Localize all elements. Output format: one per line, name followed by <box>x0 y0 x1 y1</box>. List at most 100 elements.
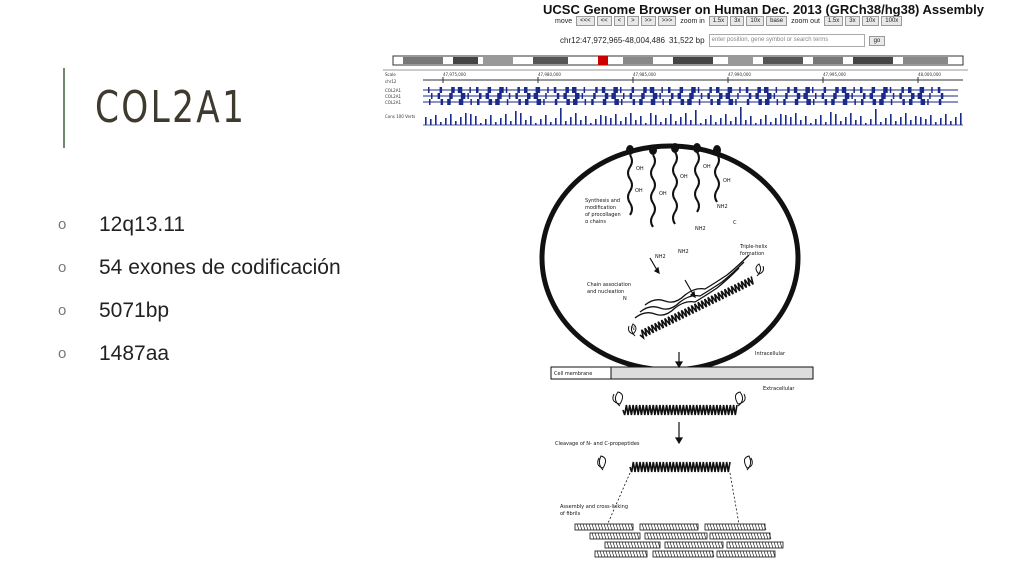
fibril-hatch <box>669 550 673 558</box>
procollagen-chains <box>627 151 720 228</box>
exon-block <box>469 87 471 93</box>
exon-block <box>659 93 661 99</box>
fibril-hatch <box>627 532 631 540</box>
fibril-hatch <box>647 523 651 531</box>
conservation-bar <box>890 114 892 125</box>
fibril-hatch <box>751 550 755 558</box>
fibril-hatch <box>594 532 598 540</box>
fibril-hatch <box>738 532 742 540</box>
fibril-hatch <box>715 523 719 531</box>
conservation-bar <box>680 117 682 125</box>
fibril-hatch <box>709 523 713 531</box>
exon-block <box>748 93 752 99</box>
conservation-bar <box>600 115 602 125</box>
conservation-bar <box>855 120 857 125</box>
fibril-hatch <box>727 523 731 531</box>
move-label: move <box>555 17 573 25</box>
fibril-hatch <box>687 541 691 549</box>
fibril-hatch <box>766 550 770 558</box>
conservation-bar <box>730 121 732 125</box>
exon-block <box>815 93 817 99</box>
fibril-hatch <box>767 541 771 549</box>
conservation-bar <box>875 109 877 125</box>
fibril-hatch <box>623 550 627 558</box>
move-button: <<< <box>576 16 595 26</box>
scale-tick-label: 47,975,000 <box>443 72 466 77</box>
fibril-hatch <box>657 541 661 549</box>
conservation-bar <box>445 118 447 125</box>
exon-block <box>860 87 863 93</box>
exon-block <box>917 93 923 99</box>
ucsc-browser-image: UCSC Genome Browser on Human Dec. 2013 (… <box>383 0 984 131</box>
fibril-hatch <box>737 541 741 549</box>
propeptide-knots <box>628 263 764 337</box>
fibril-hatch <box>765 532 769 540</box>
conservation-bar <box>470 114 472 125</box>
conservation-bar <box>535 123 537 125</box>
fibril-hatch <box>741 532 745 540</box>
conservation-bar <box>785 115 787 125</box>
zoom-in-button: 1.5x <box>708 16 729 26</box>
zoom-out-label: zoom out <box>791 17 820 25</box>
conservation-bar <box>715 122 717 125</box>
conservation-bar <box>565 121 567 125</box>
fibril-hatch <box>733 550 737 558</box>
fibril-hatch <box>684 550 688 558</box>
conservation-bar <box>735 117 737 125</box>
fibril-hatch <box>609 532 613 540</box>
fibril-hatch <box>624 532 628 540</box>
fibril-hatch <box>724 523 728 531</box>
fibril-hatch <box>629 550 633 558</box>
exon-block <box>595 87 598 93</box>
conservation-bar <box>550 122 552 125</box>
zoom-in-button: base <box>766 16 788 26</box>
exon-block <box>467 93 469 99</box>
projection-lines <box>604 472 741 531</box>
oh-label: OH <box>636 166 644 172</box>
conservation-bar <box>700 123 702 125</box>
conservation-bar <box>895 121 897 125</box>
conservation-bar <box>840 121 842 125</box>
exon-block <box>497 93 502 99</box>
fibril-hatch <box>703 532 707 540</box>
fibril-hatch <box>711 550 715 558</box>
exon-block <box>785 93 788 99</box>
exon-block <box>698 99 701 105</box>
bullet-text: 54 exones de codificación <box>99 255 341 279</box>
fibril-hatch <box>659 523 663 531</box>
fibril-hatch <box>679 532 683 540</box>
fibril-hatch <box>605 550 609 558</box>
conservation-bar <box>660 122 662 125</box>
exon-block <box>485 93 490 99</box>
collagen-synthesis-diagram: OH OH OH OH OH OH NH2 NH2 NH2 NH2 Synthe… <box>539 143 814 558</box>
scale-tick-labels: 47,975,000 47,980,000 47,985,000 47,990,… <box>443 72 941 77</box>
fibril-hatch <box>690 541 694 549</box>
fibril-hatch <box>757 550 761 558</box>
fibril-hatch <box>694 532 698 540</box>
exon-block <box>710 99 713 105</box>
fibril-hatch <box>664 532 668 540</box>
track-label: COL2A1 <box>385 94 401 99</box>
exon-block <box>824 99 828 105</box>
exon-block <box>908 87 912 93</box>
conservation-bar <box>770 122 772 125</box>
fibril-hatch <box>591 523 595 531</box>
conservation-bar <box>635 120 637 125</box>
fibril-hatch <box>600 523 604 531</box>
zoom-in-label: zoom in <box>680 17 705 25</box>
conservation-bar <box>520 113 522 125</box>
exon-block <box>716 87 720 93</box>
fibril-hatch <box>685 532 689 540</box>
exon-block <box>890 99 893 105</box>
exon-block <box>879 99 884 105</box>
fibril-hatch <box>677 523 681 531</box>
fibril-hatch <box>742 523 746 531</box>
exon-block <box>883 87 888 93</box>
exon-block <box>803 93 808 99</box>
exon-block <box>543 99 545 105</box>
exon-block <box>565 87 569 93</box>
fibril-hatch <box>667 532 671 540</box>
conservation-bar <box>625 117 627 125</box>
fibril-hatch <box>693 541 697 549</box>
exon-block <box>813 99 815 105</box>
